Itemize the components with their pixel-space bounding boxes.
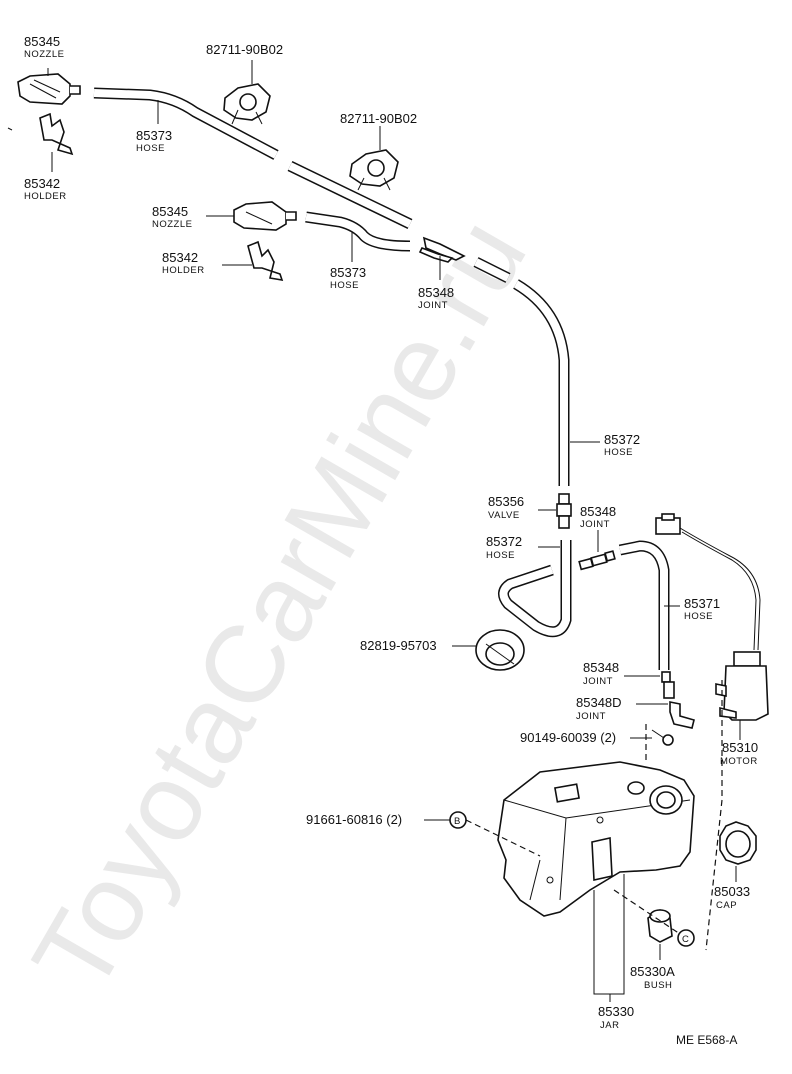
label-85348d: 85348D	[576, 695, 622, 710]
cap-part	[719, 821, 757, 865]
marker-c-letter: C	[682, 934, 689, 945]
label-85372-long: 85372	[604, 432, 640, 447]
clip-2-part	[349, 149, 399, 191]
label-85373-top: 85373	[136, 128, 172, 143]
label-85373-mid: 85373	[330, 265, 366, 280]
label-85033: 85033	[714, 884, 750, 899]
label-85348-low: 85348	[583, 660, 619, 675]
label-joint-mid: JOINT	[580, 519, 610, 530]
label-jar: JAR	[600, 1020, 619, 1031]
label-joint-top: JOINT	[418, 300, 448, 311]
bush-part	[647, 909, 673, 943]
label-holder-mid: HOLDER	[162, 265, 205, 276]
label-91661: 91661-60816 (2)	[306, 812, 402, 827]
nozzle-mid-part	[233, 201, 297, 231]
label-85372-loop: 85372	[486, 534, 522, 549]
watermark: ToyotaCarMine.ru	[9, 199, 550, 1012]
holder-mid-part	[247, 240, 284, 282]
holder-top-part	[39, 112, 74, 156]
joint-d-part	[669, 701, 695, 729]
label-85342-top: 85342	[24, 176, 60, 191]
label-holder-top: HOLDER	[24, 191, 67, 202]
label-85345-mid: 85345	[152, 204, 188, 219]
joint-low-part	[661, 671, 675, 699]
diagram-code: ME E568-A	[676, 1033, 737, 1047]
label-85348-top: 85348	[418, 285, 454, 300]
label-bush: BUSH	[644, 980, 672, 991]
marker-c	[677, 929, 695, 947]
label-valve: VALVE	[488, 510, 520, 521]
label-85348-mid: 85348	[580, 504, 616, 519]
label-85371: 85371	[684, 596, 720, 611]
clip-1-part	[223, 83, 271, 125]
label-82711-2: 82711-90B02	[340, 111, 417, 126]
valve-part	[556, 493, 572, 529]
jar-part	[497, 761, 695, 917]
label-motor: MOTOR	[720, 756, 758, 767]
label-85342-mid: 85342	[162, 250, 198, 265]
label-hose-mid: HOSE	[330, 280, 359, 291]
label-85310: 85310	[722, 740, 758, 755]
label-82711-1: 82711-90B02	[206, 42, 283, 57]
label-joint-low: JOINT	[583, 676, 613, 687]
label-85345-top: 85345	[24, 34, 60, 49]
label-hose-long: HOSE	[604, 447, 633, 458]
label-cap: CAP	[716, 900, 737, 911]
label-85330: 85330	[598, 1004, 634, 1019]
motor-part	[655, 513, 769, 721]
label-85330a: 85330A	[630, 964, 675, 979]
marker-b-letter: B	[454, 816, 461, 827]
joint-top-part	[418, 236, 466, 263]
joint-mid-part	[578, 550, 616, 571]
bolt-part	[651, 729, 674, 746]
label-nozzle-mid: NOZZLE	[152, 219, 192, 230]
grommet-part	[475, 629, 525, 671]
label-nozzle-top: NOZZLE	[24, 49, 64, 60]
label-hose-loop: HOSE	[486, 550, 515, 561]
nozzle-top-part	[17, 73, 81, 105]
label-hose-85371: HOSE	[684, 611, 713, 622]
label-82819: 82819-95703	[360, 638, 437, 653]
label-85356: 85356	[488, 494, 524, 509]
label-hose-top: HOSE	[136, 143, 165, 154]
label-90149: 90149-60039 (2)	[520, 730, 616, 745]
label-joint-d: JOINT	[576, 711, 606, 722]
